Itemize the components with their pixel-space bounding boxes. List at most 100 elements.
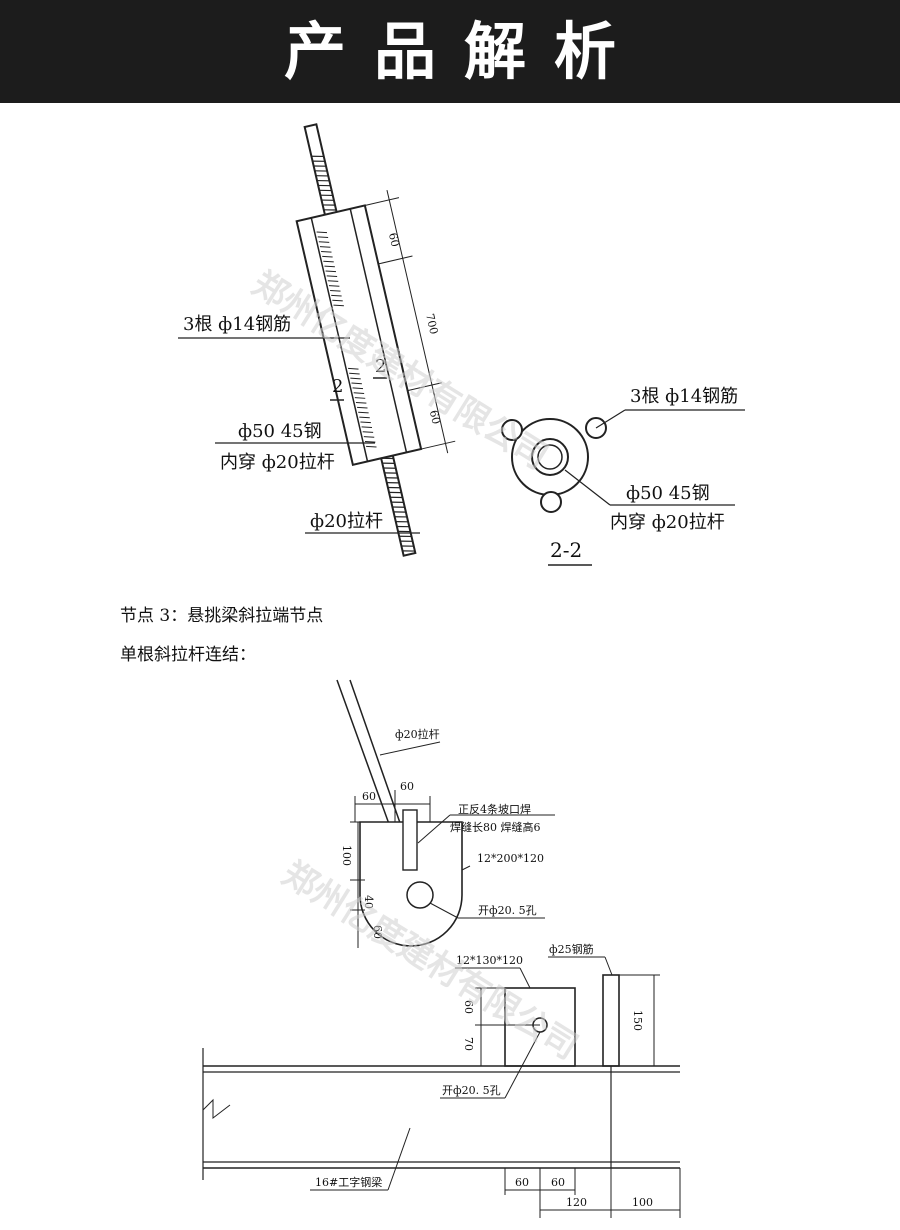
hatch-line	[357, 406, 368, 409]
label-rebar-3x14: 3根 ф14钢筋	[183, 314, 291, 335]
hatch-line	[350, 377, 361, 380]
hatch-line	[399, 535, 412, 538]
hatch-line	[387, 486, 401, 489]
dim-150: 150	[631, 1010, 644, 1031]
dim-70: 70	[462, 1037, 475, 1051]
hatch-line	[361, 426, 373, 429]
hatch-line	[352, 387, 364, 390]
break-mark	[202, 1098, 231, 1120]
dim-40: 40	[362, 895, 375, 909]
dim-120: 120	[566, 1196, 587, 1209]
hatch-line	[363, 436, 375, 438]
plate-top-size: 12*200*120	[477, 852, 544, 865]
section-mark-right: 2	[375, 356, 386, 377]
leader-hole-top	[429, 902, 459, 919]
section-title: 2-2	[550, 538, 582, 562]
dim-60-b1: 60	[515, 1176, 529, 1189]
rebar-25-label: ф25钢筋	[549, 942, 594, 956]
leader-hole-bottom	[504, 1031, 541, 1099]
hatch-line	[396, 525, 410, 528]
dim-60-left: 60	[362, 790, 376, 803]
hatch-line	[394, 516, 408, 518]
leader-section-sleeve	[564, 469, 611, 506]
hatch-line	[313, 165, 327, 167]
hatch-line	[358, 411, 369, 414]
hatch-line	[317, 179, 330, 182]
hatch-line	[325, 270, 337, 273]
inner-rod	[537, 444, 563, 470]
hatch-line	[319, 189, 332, 192]
weld-line1: 正反4条坡口焊	[458, 802, 531, 816]
hatch-line	[402, 550, 415, 552]
rebar-hatch-top	[316, 231, 344, 307]
hatch-line	[314, 170, 328, 172]
hatch-line	[355, 402, 367, 404]
dim-line	[386, 189, 449, 454]
dim-60-bottom: 60	[427, 409, 443, 426]
hatch-line	[327, 280, 339, 282]
hatch-line	[385, 477, 399, 479]
section-2-2: 3根 ф14钢筋 ф50 45钢 内穿 ф20拉杆 2-2	[501, 386, 745, 566]
hatch-line	[383, 467, 396, 469]
leader-section-rebar	[595, 409, 626, 429]
hatch-line	[323, 260, 334, 263]
hatch-line	[333, 304, 344, 307]
hatch-line	[322, 255, 333, 258]
hatch-line	[323, 209, 337, 211]
plate-top	[359, 821, 463, 947]
sleeve	[295, 204, 423, 466]
hatch-line	[318, 184, 331, 187]
dim-60-b2: 60	[551, 1176, 565, 1189]
hatch-line	[319, 246, 331, 248]
rebar-circle	[501, 419, 523, 441]
sleeve-inner-left	[310, 217, 369, 462]
hatch-line	[331, 294, 342, 297]
dim-ext	[378, 255, 413, 265]
hatch-line	[322, 204, 336, 206]
hole-bottom-label: 开ф20. 5孔	[442, 1084, 501, 1097]
caption-single-rod: 单根斜拉杆连结：	[120, 645, 256, 665]
rod-assembly: 60 700 60	[295, 123, 456, 557]
label-sleeve-line1: ф50 45钢	[238, 421, 322, 442]
label-sleeve-line2: 内穿 ф20拉杆	[220, 452, 335, 473]
hatch-line	[382, 462, 395, 464]
leader-plate-top	[461, 865, 471, 871]
sleeve-inner-right	[349, 208, 408, 453]
rebar-hatch-bottom	[348, 367, 377, 448]
rebar-25	[602, 974, 620, 1067]
hatch-line	[349, 372, 360, 375]
hatch-line	[320, 194, 333, 197]
dim-60-right: 60	[400, 780, 414, 793]
leader-beam	[387, 1127, 411, 1191]
hatch-line	[311, 155, 324, 158]
hatch-line	[328, 285, 340, 287]
hatch-line	[321, 250, 332, 253]
diagram-tie-rod-sleeve: 60 700 60 2 2 3根 ф14钢筋 ф50 45钢 内穿 ф20拉杆 …	[178, 123, 745, 566]
section-label-rebar: 3根 ф14钢筋	[630, 386, 738, 407]
leader-rebar-25-d	[604, 956, 613, 976]
dim-60-v2: 60	[462, 1000, 475, 1014]
hatch-line	[316, 231, 328, 234]
weld-line2: 焊缝长80 焊缝高6	[450, 820, 541, 834]
hatch-line	[384, 472, 397, 474]
hatch-line	[360, 421, 371, 424]
hatch-line	[359, 416, 370, 419]
hatch-line	[332, 299, 343, 302]
label-rod-20: ф20拉杆	[310, 511, 383, 532]
hatch-line	[400, 540, 413, 542]
hatch-line	[318, 241, 330, 243]
hatch-line	[364, 440, 376, 443]
hatch-line	[366, 445, 377, 448]
hatch-line	[326, 275, 338, 278]
plate-bottom-size: 12*130*120	[456, 954, 523, 967]
header-bar: 产品解析	[0, 0, 900, 103]
leader-plate-bottom-d	[519, 967, 531, 989]
label-rod: ф20拉杆	[395, 727, 440, 741]
hatch-line	[390, 496, 403, 499]
section-label-sleeve-line1: ф50 45钢	[626, 483, 710, 504]
leader-weld	[417, 814, 451, 844]
dim-ext	[364, 197, 400, 206]
section-label-sleeve-line2: 内穿 ф20拉杆	[610, 512, 725, 533]
caption-node3: 节点 3：悬挑梁斜拉端节点	[120, 606, 324, 626]
hatch-line	[401, 545, 414, 547]
